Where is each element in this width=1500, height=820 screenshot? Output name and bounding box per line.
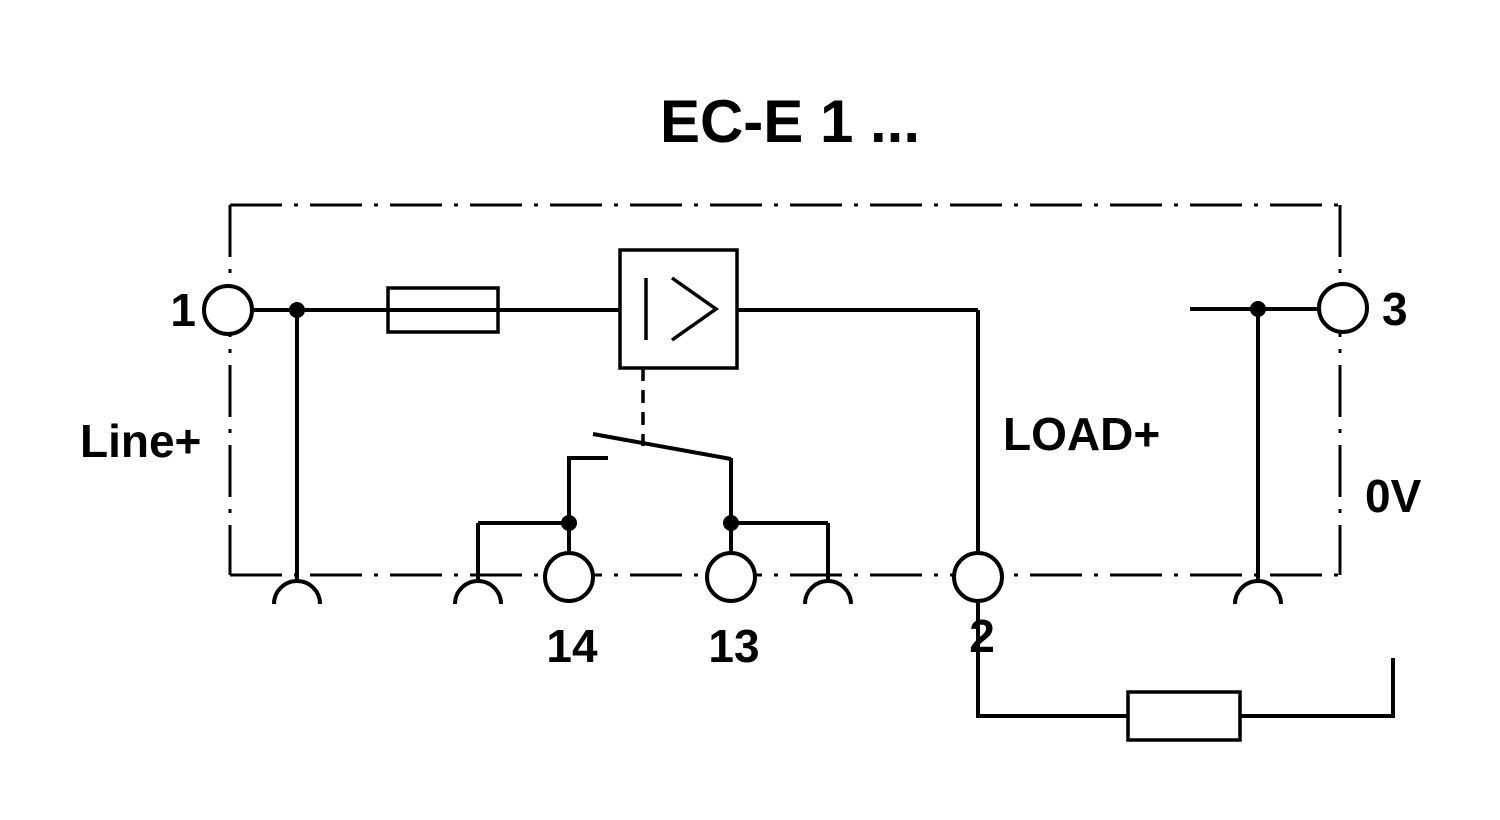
terminal-3-label: 3 <box>1382 283 1408 335</box>
load-wire-left <box>976 601 1128 718</box>
socket-arc-14 <box>453 579 503 605</box>
load-resistor-symbol <box>1126 690 1242 742</box>
load-circuit <box>976 601 1395 742</box>
terminal-2-circle <box>952 551 1004 603</box>
amplifier-chevron-glyph <box>670 276 720 342</box>
terminal-3-circle <box>1317 282 1369 334</box>
device-boundary <box>228 203 1342 577</box>
diagram-title: EC-E 1 ... <box>660 88 920 155</box>
load-wire-right <box>1240 658 1395 718</box>
junction-dots <box>289 301 1266 531</box>
terminal-1-circle <box>202 284 254 336</box>
load-plus-label: LOAD+ <box>1003 408 1160 460</box>
zero-volt-label: 0V <box>1365 470 1422 522</box>
amplifier-block <box>618 248 739 370</box>
terminals <box>202 282 1369 603</box>
socket-arc-input <box>272 579 322 605</box>
socket-arc-0v <box>1233 579 1283 605</box>
terminal-13-label: 13 <box>708 620 759 672</box>
fuse-symbol <box>386 286 500 334</box>
terminal-2-label: 2 <box>969 610 995 662</box>
line-plus-label: Line+ <box>80 415 201 467</box>
terminal-1-label: 1 <box>170 284 196 336</box>
switch-left-contact <box>567 456 608 523</box>
junction-dot-14 <box>561 515 577 531</box>
junction-dot-0v <box>1250 301 1266 317</box>
socket-arc-13 <box>803 579 853 605</box>
switch-blade <box>592 432 732 461</box>
junction-dot-input <box>289 302 305 318</box>
terminal-14-circle <box>543 551 595 603</box>
socket-arcs <box>272 579 1283 605</box>
amplifier-box <box>618 248 739 370</box>
terminal-14-label: 14 <box>546 620 598 672</box>
junction-dot-13 <box>723 515 739 531</box>
internal-wiring <box>252 307 1319 580</box>
control-switch <box>567 368 733 523</box>
terminal-13-circle <box>705 551 757 603</box>
